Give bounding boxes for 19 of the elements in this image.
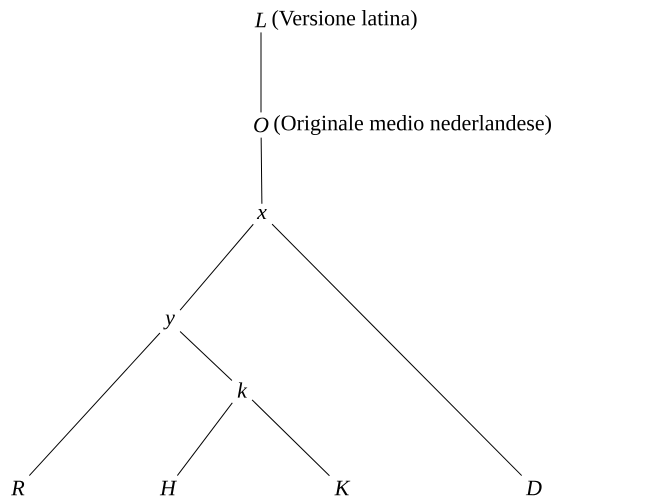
stemma-siglum: K xyxy=(334,480,350,496)
stemma-siglum: k xyxy=(238,382,248,398)
stemma-line xyxy=(260,32,262,113)
stemma-siglum: O xyxy=(254,118,268,132)
siglum-description: (Versione latina) xyxy=(272,10,417,30)
stemma-line xyxy=(260,137,262,204)
stemma-line xyxy=(272,224,522,476)
stemma-line xyxy=(176,402,233,476)
stemma-siglum: R xyxy=(11,480,24,496)
stemma-siglum: x xyxy=(256,208,267,220)
siglum-description: (Originale medio nederlandese) xyxy=(274,115,551,135)
stemma-line xyxy=(180,224,254,311)
stemma-siglum: H xyxy=(160,480,177,496)
stemma-siglum: D xyxy=(526,480,542,496)
stemma-line xyxy=(28,332,160,476)
stemma-line xyxy=(180,331,232,381)
stemma-line xyxy=(252,399,330,476)
stemma-siglum: y xyxy=(163,314,175,330)
stemma-siglum: L xyxy=(254,12,266,28)
